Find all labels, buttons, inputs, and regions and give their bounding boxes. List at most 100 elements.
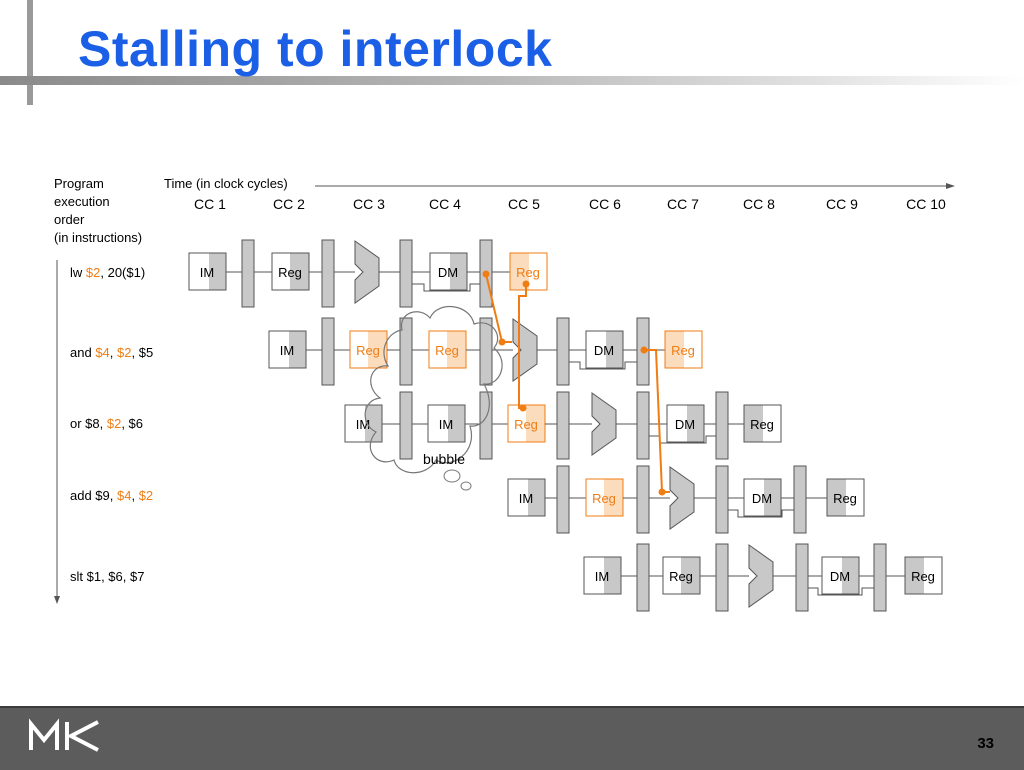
pipeline-register bbox=[636, 465, 650, 534]
register-write-shade bbox=[905, 557, 924, 594]
bubble-dot bbox=[460, 481, 472, 491]
slide-title: Stalling to interlock bbox=[78, 21, 553, 77]
register-write-shade bbox=[744, 405, 763, 442]
cc-label: CC 4 bbox=[429, 196, 461, 212]
instruction-memory-box bbox=[507, 478, 546, 517]
register-file-box bbox=[585, 478, 624, 517]
pipeline-register bbox=[556, 317, 570, 386]
program-order-line: Program bbox=[54, 176, 104, 191]
forwarding-node bbox=[498, 338, 506, 346]
register-file-box bbox=[743, 404, 782, 443]
program-order-line: execution bbox=[54, 194, 110, 209]
pipeline-register bbox=[795, 543, 809, 612]
instr-part: add $9, bbox=[70, 488, 117, 503]
instr-part: lw bbox=[70, 265, 86, 280]
register-file-box bbox=[271, 252, 310, 291]
program-order-arrowhead bbox=[54, 596, 60, 604]
dm-label: DM bbox=[675, 417, 695, 432]
register-file-box bbox=[509, 252, 548, 291]
dm-shade bbox=[687, 405, 704, 442]
instr-part: , bbox=[109, 345, 118, 360]
reg-label: Reg bbox=[833, 491, 857, 506]
cc-label: CC 9 bbox=[826, 196, 858, 212]
program-order-line: order bbox=[54, 212, 85, 227]
cc-label: CC 3 bbox=[353, 196, 385, 212]
instr-part-highlight: $2 bbox=[138, 488, 154, 503]
program-order-line: (in instructions) bbox=[54, 230, 143, 245]
dm-label: DM bbox=[830, 569, 850, 584]
register-border bbox=[664, 330, 703, 369]
im-border bbox=[507, 478, 546, 517]
accent-horizontal-bar bbox=[0, 76, 1024, 85]
register-file-box bbox=[664, 330, 703, 369]
reg-label: Reg bbox=[592, 491, 616, 506]
register-border bbox=[509, 252, 548, 291]
dm-label: DM bbox=[752, 491, 772, 506]
pipeline-register bbox=[479, 391, 493, 460]
register-border bbox=[826, 478, 865, 517]
im-label: IM bbox=[519, 491, 533, 506]
alu-shape bbox=[512, 318, 538, 382]
im-shade bbox=[604, 557, 621, 594]
dm-label: DM bbox=[594, 343, 614, 358]
instruction-memory-box bbox=[268, 330, 307, 369]
register-read-shade bbox=[604, 479, 623, 516]
cc-label: CC 2 bbox=[273, 196, 305, 212]
instr-part-highlight: $2 bbox=[106, 416, 122, 431]
register-read-shade bbox=[447, 331, 466, 368]
forwarding-path bbox=[518, 284, 527, 409]
instruction-memory-box bbox=[583, 556, 622, 595]
im-label: IM bbox=[356, 417, 370, 432]
cc-label: CC 6 bbox=[589, 196, 621, 212]
pipeline-register bbox=[715, 391, 729, 460]
cc-label: CC 8 bbox=[743, 196, 775, 212]
pipeline-register bbox=[241, 239, 255, 308]
register-border bbox=[585, 478, 624, 517]
im-shade bbox=[209, 253, 226, 290]
im-border bbox=[268, 330, 307, 369]
alu-shape bbox=[591, 392, 617, 456]
register-border bbox=[428, 330, 467, 369]
pipeline-register bbox=[479, 317, 493, 386]
publisher-logo-icon bbox=[29, 718, 99, 752]
dm-bypass-line bbox=[649, 435, 716, 444]
dm-border bbox=[585, 330, 624, 369]
reg-label: Reg bbox=[671, 343, 695, 358]
instr-part: and bbox=[70, 345, 96, 360]
dm-label: DM bbox=[438, 265, 458, 280]
dm-bypass-line bbox=[728, 509, 794, 518]
dm-bypass-line bbox=[412, 283, 480, 292]
instr-part: , 20($1) bbox=[100, 265, 146, 280]
pipeline-register bbox=[715, 543, 729, 612]
dm-border bbox=[743, 478, 782, 517]
register-read-shade bbox=[681, 557, 700, 594]
instr-part: , bbox=[131, 488, 139, 503]
forwarding-node bbox=[658, 488, 666, 496]
data-memory-box bbox=[666, 404, 705, 443]
reg-label: Reg bbox=[514, 417, 538, 432]
instruction-label: slt $1, $6, $7 bbox=[70, 569, 144, 584]
reg-label: Reg bbox=[516, 265, 540, 280]
forwarding-node bbox=[482, 270, 490, 278]
alu-shape bbox=[669, 466, 695, 530]
im-border bbox=[188, 252, 227, 291]
instruction-memory-box bbox=[427, 404, 466, 443]
dm-border bbox=[666, 404, 705, 443]
forwarding-path bbox=[644, 349, 670, 493]
register-read-shade bbox=[368, 331, 387, 368]
instruction-memory-box bbox=[344, 404, 383, 443]
im-label: IM bbox=[595, 569, 609, 584]
instruction-label: lw $2, 20($1) bbox=[70, 265, 145, 280]
im-label: IM bbox=[200, 265, 214, 280]
cc-label: CC 7 bbox=[667, 196, 699, 212]
dm-shade bbox=[842, 557, 859, 594]
register-file-box bbox=[904, 556, 943, 595]
reg-label: Reg bbox=[911, 569, 935, 584]
reg-label: Reg bbox=[356, 343, 380, 358]
accent-vertical-bar bbox=[27, 0, 33, 105]
alu-shape bbox=[748, 544, 774, 608]
register-write-shade bbox=[510, 253, 529, 290]
program-order-label: Program execution order (in instructions… bbox=[54, 175, 142, 247]
